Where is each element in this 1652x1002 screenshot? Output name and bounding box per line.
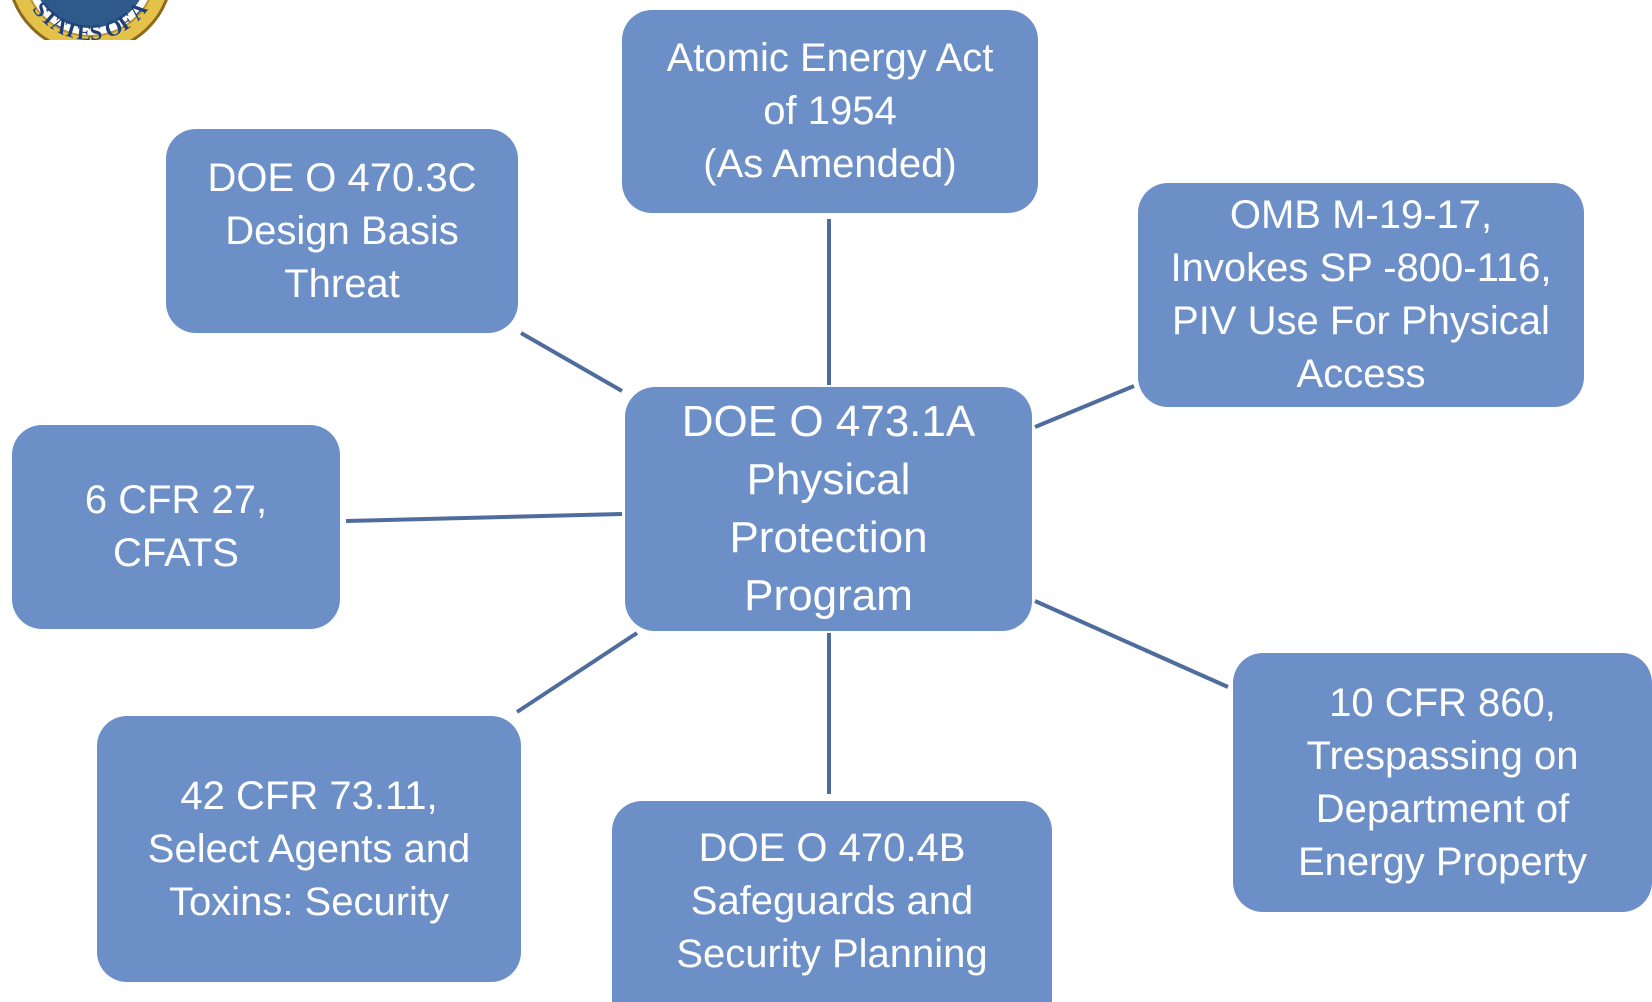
node-line: PIV Use For Physical (1172, 299, 1550, 343)
node-line: Security Planning (676, 932, 988, 976)
node-line: Safeguards and (690, 879, 974, 923)
node-line: Department of (1315, 786, 1570, 831)
node-line: of 1954 (763, 89, 897, 133)
node-line: 6 CFR 27, (84, 478, 268, 522)
node-line: OMB M-19-17, (1229, 193, 1493, 237)
connector-doe-o-470-3c (520, 331, 623, 393)
seal-logo: STATES OF A (12, 0, 168, 40)
center-line: Program (744, 571, 913, 620)
node-line: Atomic Energy Act (666, 36, 994, 80)
connector-42-cfr-73-11 (515, 631, 639, 714)
node-42-cfr-73-11: 42 CFR 73.11, Select Agents and Toxins: … (97, 716, 521, 982)
center-line: Physical (746, 455, 911, 504)
node-center-doe-o-473-1a: DOE O 473.1A Physical Protection Program (625, 387, 1032, 631)
connector-10-cfr-860 (1034, 599, 1229, 689)
node-line: 10 CFR 860, (1329, 680, 1556, 725)
node-line: CFATS (113, 531, 239, 575)
node-omb-m-19-17: OMB M-19-17, Invokes SP -800-116, PIV Us… (1138, 183, 1584, 407)
center-line: DOE O 473.1A (681, 397, 976, 446)
node-line: DOE O 470.3C (207, 155, 477, 200)
node-doe-o-470-3c: DOE O 470.3C Design Basis Threat (166, 129, 518, 333)
node-line: Toxins: Security (168, 879, 450, 924)
node-6-cfr-27: 6 CFR 27, CFATS (12, 425, 340, 629)
connector-6-cfr-27 (345, 512, 623, 523)
node-line: Energy Property (1297, 839, 1588, 884)
node-doe-o-470-4b: DOE O 470.4B Safeguards and Security Pla… (612, 801, 1052, 1002)
connector-omb-m-19-17 (1034, 384, 1135, 429)
node-10-cfr-860: 10 CFR 860, Trespassing on Department of… (1233, 653, 1652, 912)
node-atomic-energy-act: Atomic Energy Act of 1954 (As Amended) (622, 10, 1038, 213)
node-line: Invokes SP -800-116, (1170, 246, 1552, 290)
node-line: Access (1296, 352, 1426, 396)
node-line: (As Amended) (703, 142, 957, 186)
node-line: DOE O 470.4B (698, 826, 966, 870)
node-line: Select Agents and (147, 826, 471, 871)
node-line: Design Basis (225, 208, 459, 253)
node-line: Trespassing on (1306, 733, 1579, 778)
node-line: 42 CFR 73.11, (180, 773, 438, 818)
center-line: Protection (729, 513, 928, 562)
node-line: Threat (284, 261, 400, 306)
